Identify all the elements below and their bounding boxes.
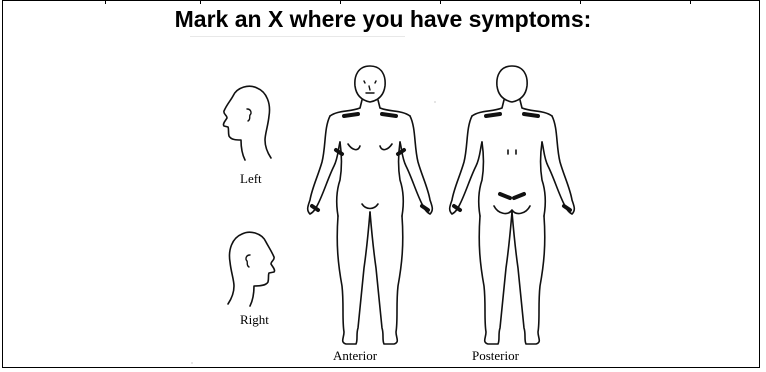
page-heading: Mark an X where you have symptoms: [0, 6, 766, 33]
scan-speck [434, 101, 436, 103]
right-label: Right [240, 312, 269, 328]
anterior-label: Anterior [333, 348, 377, 364]
right-head-diagram[interactable] [222, 228, 284, 308]
left-label: Left [240, 171, 262, 187]
posterior-label: Posterior [472, 348, 519, 364]
posterior-body-diagram[interactable] [444, 64, 580, 348]
left-head-diagram[interactable] [215, 82, 275, 162]
anterior-body-diagram[interactable] [302, 64, 438, 348]
underline-artifact [190, 36, 405, 37]
scan-speck [191, 362, 193, 364]
